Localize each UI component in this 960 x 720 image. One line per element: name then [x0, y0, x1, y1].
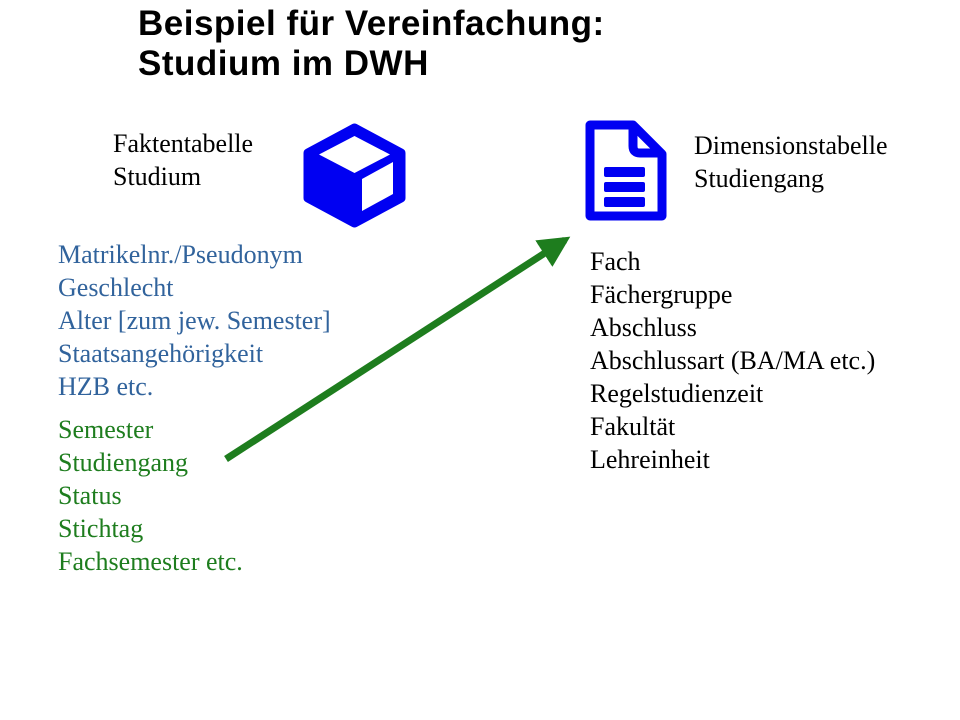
attribute-item: Studiengang [58, 448, 188, 477]
dimension-table-label: Dimensionstabelle Studiengang [694, 129, 888, 195]
attribute-item: Abschlussart (BA/MA etc.) [590, 346, 876, 375]
fact-table-label-line-1: Faktentabelle [113, 129, 254, 158]
attribute-item: Fachsemester etc. [58, 547, 243, 576]
fact-table-label: Faktentabelle Studium [113, 127, 253, 193]
attribute-item: Fächergruppe [590, 280, 733, 309]
attribute-item: Status [58, 481, 122, 510]
attribute-item: Fach [590, 247, 641, 276]
attribute-item: Lehreinheit [590, 445, 710, 474]
attribute-item: Matrikelnr./Pseudonym [58, 240, 303, 269]
attribute-item: Staatsangehörigkeit [58, 339, 264, 368]
cube-icon [302, 123, 407, 228]
attribute-item: Semester [58, 415, 154, 444]
page-title: Beispiel für Vereinfachung: Studium im D… [138, 4, 605, 84]
attribute-item: Geschlecht [58, 273, 174, 302]
attribute-item: Fakultät [590, 412, 676, 441]
title-line-1: Beispiel für Vereinfachung: [138, 4, 605, 43]
attribute-item: Stichtag [58, 514, 144, 543]
attribute-item: Alter [zum jew. Semester] [58, 306, 331, 335]
document-icon [574, 116, 671, 230]
attribute-item: Abschluss [590, 313, 697, 342]
title-line-2: Studium im DWH [138, 44, 429, 83]
fact-table-label-line-2: Studium [113, 162, 202, 191]
dimension-table-label-line-1: Dimensionstabelle [694, 131, 888, 160]
dimension-table-label-line-2: Studiengang [694, 164, 824, 193]
attribute-item: Regelstudienzeit [590, 379, 764, 408]
attribute-item: HZB etc. [58, 372, 154, 401]
